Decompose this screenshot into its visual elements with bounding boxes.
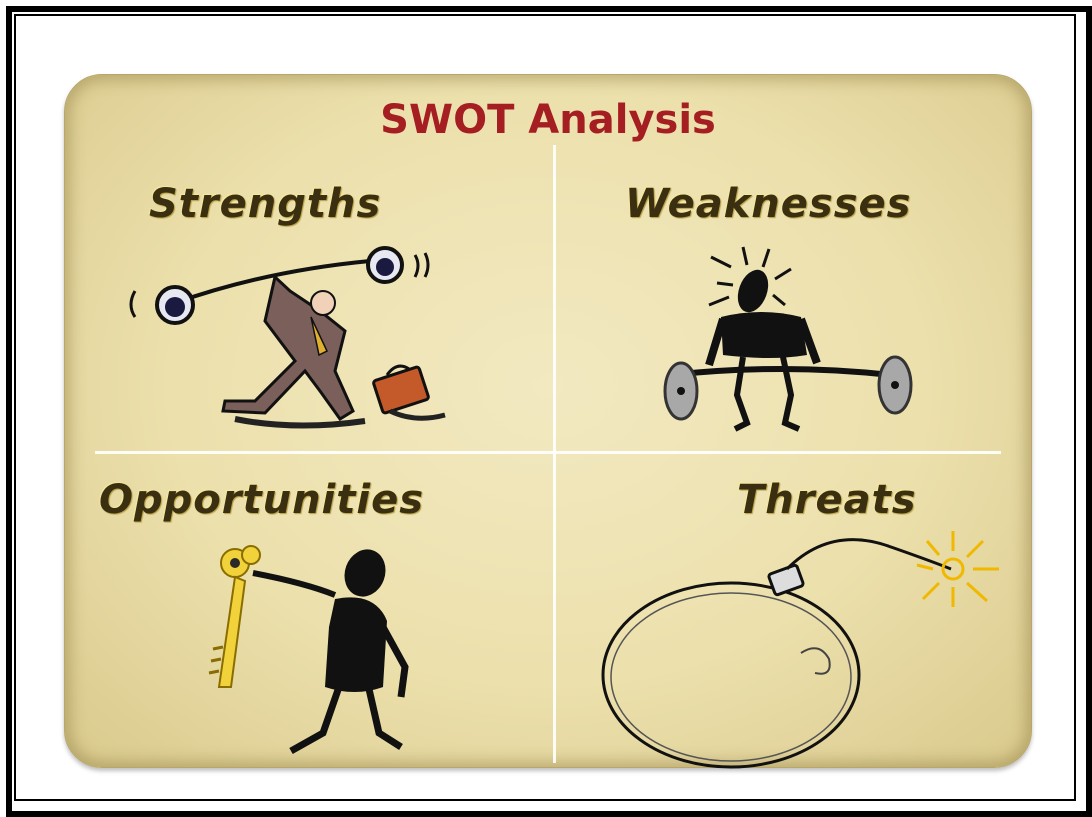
diagram-title: SWOT Analysis: [380, 97, 716, 143]
person-holding-key-icon: [208, 545, 409, 755]
strongman-businessman-icon: [129, 246, 446, 429]
swot-panel: SWOT Analysis Strengths Weaknesses Oppor…: [64, 74, 1032, 769]
outer-border: [6, 6, 1092, 817]
lit-bomb-icon: [601, 531, 999, 769]
struggling-weightlifter-icon: [663, 246, 913, 432]
horizontal-divider: [95, 451, 1001, 454]
weaknesses-label: Weaknesses: [625, 181, 912, 227]
opportunities-label: Opportunities: [99, 477, 425, 523]
strengths-label: Strengths: [149, 181, 382, 227]
vertical-divider: [553, 145, 556, 763]
inner-border: [14, 14, 1076, 801]
threats-label: Threats: [737, 477, 917, 523]
